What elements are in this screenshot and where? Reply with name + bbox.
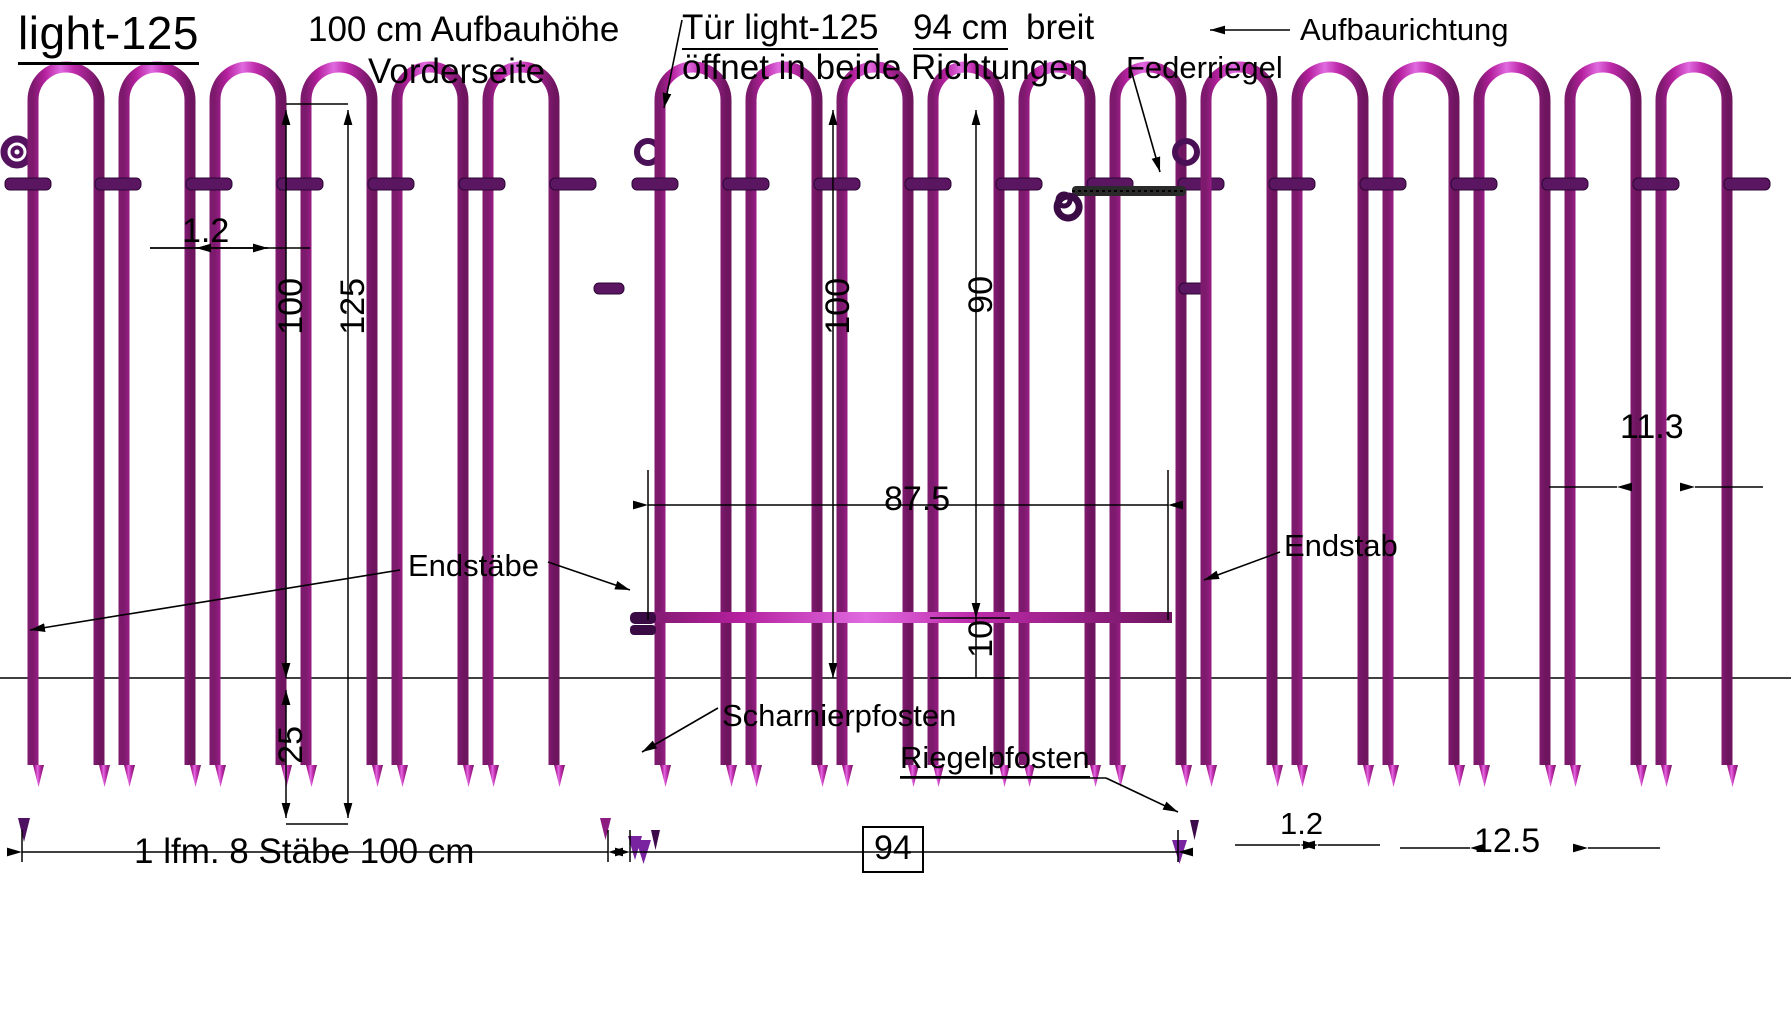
dim-run-label: 1 lfm. 8 Stäbe 100 cm: [134, 832, 475, 871]
dim-pitch-12-5: 12.5: [1474, 822, 1541, 860]
fence-panel-right: [1206, 67, 1771, 787]
dim-bar-diameter-left: 1.2: [182, 212, 230, 250]
dim-pitch-11-3: 11.3: [1620, 408, 1684, 446]
label-endstab: Endstab: [1284, 528, 1398, 563]
dim-height-125: 125: [334, 278, 372, 335]
gate-note-directions: öffnet in beide Richtungen: [682, 48, 1089, 87]
drawing-title: light-125: [18, 6, 199, 65]
dim-gate-inner-width: 87.5: [884, 480, 951, 518]
label-aufbaurichtung: Aufbaurichtung: [1300, 12, 1509, 47]
subtitle-vorderseite: Vorderseite: [368, 52, 546, 91]
dim-gate-bottom-gap: 10: [962, 620, 1000, 658]
label-endstaebe: Endstäbe: [408, 548, 539, 583]
dim-height-100: 100: [272, 278, 310, 335]
gate-assembly: [627, 67, 1225, 864]
dim-gate-leaf-90: 90: [962, 276, 1000, 314]
clamp-sleeves-left: [4, 177, 597, 191]
label-federriegel: Federriegel: [1126, 50, 1283, 85]
gate-note-tuer: Tür light-125: [682, 8, 879, 50]
clamp-sleeves-right: [1268, 177, 1771, 191]
dim-bar-diameter-right: 1.2: [1280, 806, 1324, 841]
gate-bottom-rail: [645, 612, 1172, 623]
dim-gate-height-100: 100: [819, 278, 857, 335]
gate-note-width: 94 cm: [913, 8, 1009, 50]
federriegel-latch: [1053, 186, 1186, 222]
label-scharnierpfosten: Scharnierpfosten: [722, 698, 957, 733]
dimension-lines: [7, 103, 1763, 862]
dim-gate-total-width: 94: [862, 826, 924, 873]
fence-panel-left: [0, 67, 662, 860]
label-riegelpfosten: Riegelpfosten: [900, 740, 1090, 778]
leader-lines: [29, 19, 1290, 813]
dim-depth-25: 25: [272, 726, 310, 764]
subtitle-aufbauhoehe: 100 cm Aufbauhöhe: [308, 10, 620, 49]
gate-note-breit: breit: [1026, 8, 1095, 47]
